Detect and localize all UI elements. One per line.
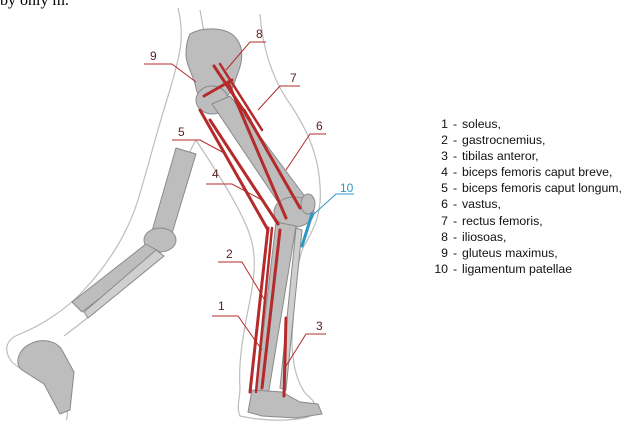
back-tibia: [72, 244, 160, 312]
legend-number: 9: [418, 245, 448, 261]
legend-dash: -: [448, 261, 462, 277]
legend-dash: -: [448, 213, 462, 229]
muscle-3: [284, 318, 286, 396]
legend-item: 7-rectus femoris,: [418, 213, 622, 229]
label-1: 1: [218, 299, 225, 313]
legend-text: soleus,: [462, 117, 501, 131]
legend-item: 2-gastrocnemius,: [418, 132, 622, 148]
label-2: 2: [226, 247, 233, 261]
legend-number: 10: [418, 261, 448, 277]
legend-number: 5: [418, 180, 448, 196]
legend-dash: -: [448, 245, 462, 261]
legend-item: 6-vastus,: [418, 196, 622, 212]
legend-text: biceps femoris caput breve,: [462, 165, 612, 179]
legend-item: 3-tibilas anteror,: [418, 148, 622, 164]
legend-dash: -: [448, 164, 462, 180]
leader-line-2: [218, 262, 266, 302]
legend-text: iliosoas,: [462, 230, 506, 244]
legend-dash: -: [448, 116, 462, 132]
legend-number: 2: [418, 132, 448, 148]
legend-item: 1-soleus,: [418, 116, 622, 132]
legend-item: 8-iliosoas,: [418, 229, 622, 245]
leader-line-6: [286, 134, 326, 170]
back-femur: [150, 148, 196, 240]
legend-text: vastus,: [462, 197, 501, 211]
label-5: 5: [178, 125, 185, 139]
legend-text: ligamentum patellae: [462, 262, 572, 276]
legend-dash: -: [448, 229, 462, 245]
legend-number: 1: [418, 116, 448, 132]
label-7: 7: [290, 71, 297, 85]
legend-dash: -: [448, 180, 462, 196]
legend-item: 4-biceps femoris caput breve,: [418, 164, 622, 180]
legend-item: 9-gluteus maximus,: [418, 245, 622, 261]
legend-number: 7: [418, 213, 448, 229]
legend-text: gastrocnemius,: [462, 133, 545, 147]
leader-line-7: [258, 86, 300, 110]
legend-text: rectus femoris,: [462, 214, 543, 228]
back-leg-bones: [18, 148, 196, 414]
legend-dash: -: [448, 132, 462, 148]
label-10: 10: [340, 181, 354, 195]
back-foot: [18, 341, 74, 414]
label-6: 6: [316, 119, 323, 133]
label-3: 3: [316, 319, 323, 333]
legend-item: 10-ligamentum patellae: [418, 261, 622, 277]
legend-number: 8: [418, 229, 448, 245]
patella: [301, 194, 315, 214]
legend-dash: -: [448, 148, 462, 164]
legend-text: tibilas anteror,: [462, 149, 539, 163]
legend-number: 4: [418, 164, 448, 180]
label-4: 4: [212, 167, 219, 181]
legend: 1-soleus,2-gastrocnemius,3-tibilas anter…: [418, 116, 622, 277]
legend-number: 6: [418, 196, 448, 212]
label-9: 9: [150, 49, 157, 63]
legend-text: biceps femoris caput longum,: [462, 181, 622, 195]
label-8: 8: [256, 27, 263, 41]
legend-number: 3: [418, 148, 448, 164]
legend-text: gluteus maximus,: [462, 246, 558, 260]
legend-item: 5-biceps femoris caput longum,: [418, 180, 622, 196]
legend-dash: -: [448, 196, 462, 212]
